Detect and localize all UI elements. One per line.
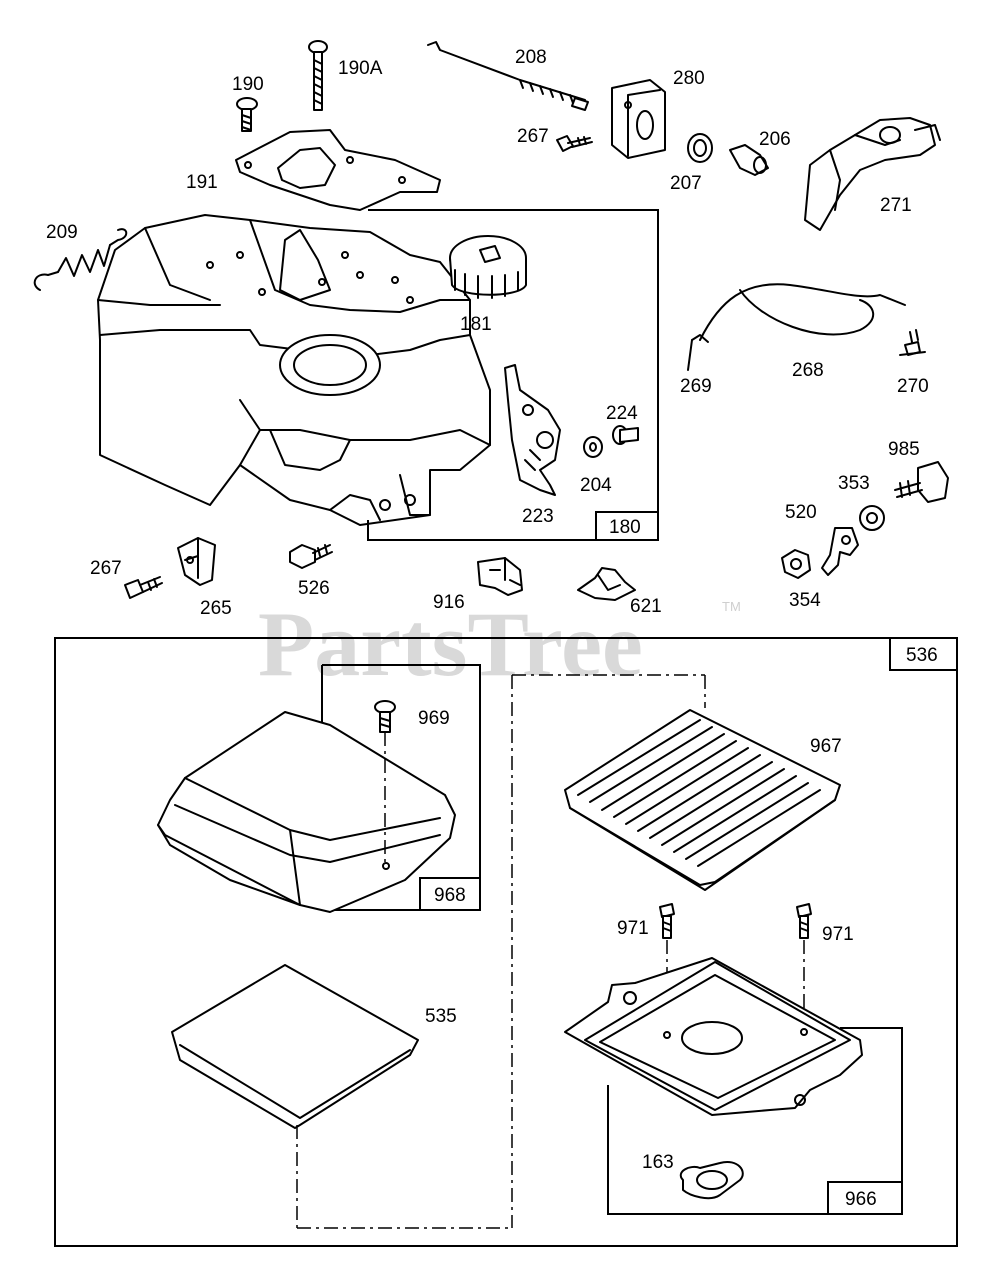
label-354: 354 [789, 590, 821, 611]
label-985: 985 [888, 439, 920, 460]
part-271-lever[interactable] [804, 117, 941, 231]
part-208-rod[interactable] [427, 41, 589, 111]
label-267-lower: 267 [90, 558, 122, 579]
box-968-label: 968 [434, 885, 466, 906]
label-969: 969 [418, 708, 450, 729]
label-271: 271 [880, 195, 912, 216]
box-536-tag [889, 637, 958, 671]
label-621: 621 [630, 596, 662, 617]
label-269: 269 [680, 376, 712, 397]
part-air-cleaner-base[interactable] [564, 957, 863, 1116]
part-270-screw[interactable] [899, 329, 926, 356]
label-967: 967 [810, 736, 842, 757]
part-268-cable[interactable] [687, 283, 906, 371]
part-969-screw[interactable] [374, 700, 396, 862]
label-535: 535 [425, 1006, 457, 1027]
part-223-bracket[interactable] [504, 364, 561, 496]
part-267-screw-upper[interactable] [556, 135, 593, 152]
label-526: 526 [298, 578, 330, 599]
label-223: 223 [522, 506, 554, 527]
box-966-tag [827, 1181, 903, 1215]
label-209: 209 [46, 222, 78, 243]
part-163-gasket[interactable] [679, 1160, 744, 1200]
part-209-spring[interactable] [33, 228, 128, 291]
label-208: 208 [515, 47, 547, 68]
part-267-screw-lower[interactable] [124, 576, 163, 599]
part-520-lug[interactable] [821, 527, 859, 576]
part-354-nut[interactable] [781, 549, 811, 579]
box-968-tag [419, 877, 481, 911]
part-985-terminal[interactable] [894, 461, 949, 503]
part-526-bolt[interactable] [289, 544, 333, 569]
watermark-tm: TM [722, 599, 741, 614]
label-971-right: 971 [822, 924, 854, 945]
part-967-filter[interactable] [564, 709, 841, 891]
part-224-pin[interactable] [612, 425, 639, 445]
label-190a: 190A [338, 58, 383, 79]
part-621-part[interactable] [577, 567, 636, 601]
box-968-frame [322, 664, 481, 911]
part-191-gasket[interactable] [235, 129, 441, 211]
label-206: 206 [759, 129, 791, 150]
label-916: 916 [433, 592, 465, 613]
part-fuel-tank[interactable] [97, 214, 491, 526]
part-190a-screw[interactable] [308, 40, 328, 111]
label-191: 191 [186, 172, 218, 193]
part-206-fitting[interactable] [729, 144, 769, 176]
label-207: 207 [670, 173, 702, 194]
box-180-tag [595, 511, 659, 541]
box-536-frame [54, 637, 958, 1247]
part-204-washer[interactable] [583, 436, 603, 458]
label-204: 204 [580, 475, 612, 496]
label-268: 268 [792, 360, 824, 381]
box-536-label: 536 [906, 645, 938, 666]
part-280-bracket[interactable] [611, 79, 666, 159]
label-520: 520 [785, 502, 817, 523]
label-267-upper: 267 [517, 126, 549, 147]
label-270: 270 [897, 376, 929, 397]
box-180-label: 180 [609, 517, 641, 538]
part-265-clip[interactable] [177, 537, 216, 586]
part-181-fuel-cap[interactable] [449, 235, 527, 299]
label-353: 353 [838, 473, 870, 494]
label-265: 265 [200, 598, 232, 619]
part-190-screw[interactable] [236, 97, 258, 132]
part-916-part[interactable] [477, 557, 523, 596]
label-971-left: 971 [617, 918, 649, 939]
label-280: 280 [673, 68, 705, 89]
label-190: 190 [232, 74, 264, 95]
box-966-label: 966 [845, 1189, 877, 1210]
part-207-nut[interactable] [687, 133, 713, 163]
part-353-lock-washer[interactable] [859, 505, 885, 531]
part-535-prefilter[interactable] [171, 964, 512, 1229]
label-163: 163 [642, 1152, 674, 1173]
part-968-cover[interactable] [157, 711, 456, 913]
label-224: 224 [606, 403, 638, 424]
label-181: 181 [460, 314, 492, 335]
